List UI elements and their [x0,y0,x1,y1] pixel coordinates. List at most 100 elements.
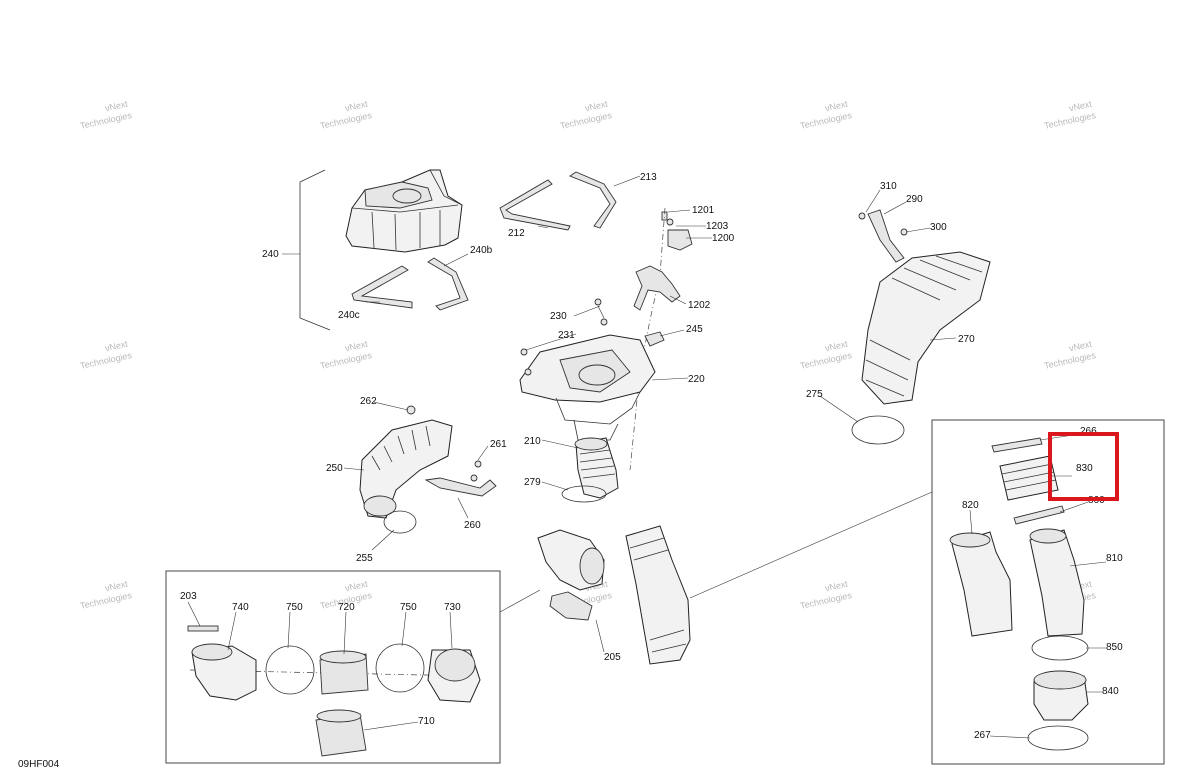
label-720: 720 [338,602,355,613]
clamp-part-750-a[interactable] [265,645,315,695]
label-213: 213 [640,172,657,183]
bracket-part-260[interactable] [424,477,497,497]
label-840: 840 [1102,686,1119,697]
part-labels: 240 240b 240c 212 213 1201 1203 1200 120… [180,172,1123,741]
adapter-part-840[interactable] [1033,670,1089,721]
intake-tube-part-250[interactable] [359,419,453,519]
label-260: 260 [464,520,481,531]
bellows-part-830[interactable] [999,455,1059,501]
watermark-line1: vNext [1068,339,1093,354]
airbox-part-240[interactable] [299,169,463,331]
label-1203: 1203 [706,221,729,232]
label-250: 250 [326,463,343,474]
label-203: 203 [180,591,197,602]
label-220: 220 [688,374,705,385]
label-210: 210 [524,436,541,447]
label-267: 267 [974,730,991,741]
watermark-line1: vNext [824,99,849,114]
clip-part-1202[interactable] [633,265,681,311]
label-240b: 240b [470,245,493,256]
label-261: 261 [490,439,507,450]
label-1202: 1202 [688,300,711,311]
label-231: 231 [558,330,575,341]
diagram-code: 09HF004 [18,759,60,770]
watermark-line1: vNext [104,579,129,594]
clamp-part-267[interactable] [1027,725,1089,751]
seal-part-213[interactable] [569,171,617,229]
cap-part-262[interactable] [406,405,416,415]
label-1201: 1201 [692,205,715,216]
label-262: 262 [360,396,377,407]
watermark-line1: vNext [584,99,609,114]
label-750-b: 750 [400,602,417,613]
bracket-part-1200[interactable] [629,207,693,471]
duct-part-main[interactable] [625,525,691,665]
clip-part-245[interactable] [644,331,665,347]
fastener-part-203[interactable] [187,625,219,632]
elbow-part-740[interactable] [191,643,257,701]
clamp-part-275[interactable] [851,415,905,445]
adapter-part-730[interactable] [427,648,481,703]
boot-part-210[interactable] [574,437,619,499]
filter-housing-part-220[interactable] [519,334,656,441]
label-275: 275 [806,389,823,400]
clamp-part-850[interactable] [1031,635,1089,661]
seal-part-240c[interactable] [351,265,413,309]
label-710: 710 [418,716,435,727]
watermark-line1: vNext [344,339,369,354]
label-230: 230 [550,311,567,322]
tube-part-820[interactable] [949,531,1013,637]
label-240: 240 [262,249,279,260]
clamp-part-279[interactable] [561,485,607,503]
clamp-part-860[interactable] [1013,505,1065,525]
watermark-line1: vNext [1068,99,1093,114]
clamp-part-255[interactable] [383,510,417,534]
screw-part-261[interactable] [470,460,482,482]
watermark-line1: vNext [344,579,369,594]
watermark-line1: vNext [824,339,849,354]
leader-lines [187,175,1107,739]
clamp-part-266[interactable] [991,437,1043,453]
label-810: 810 [1106,553,1123,564]
label-850: 850 [1106,642,1123,653]
watermark-line1: vNext [824,579,849,594]
detail-box-left [165,570,501,764]
bolt-part-231[interactable] [520,348,532,376]
bolt-part-230[interactable] [594,298,608,326]
label-270: 270 [958,334,975,345]
seal-part-240b[interactable] [427,257,469,311]
label-1200: 1200 [712,233,735,244]
seal-part-212[interactable] [499,179,571,231]
label-245: 245 [686,324,703,335]
label-240c: 240c [338,310,360,321]
sleeve-part-710[interactable] [315,709,367,757]
clamp-part-750-b[interactable] [375,643,425,693]
label-212: 212 [508,228,525,239]
label-300: 300 [930,222,947,233]
label-820: 820 [962,500,979,511]
tube-part-810[interactable] [1029,528,1085,637]
duct-part-270[interactable] [861,251,991,405]
hardware-part-290[interactable] [867,209,905,263]
assembly-part-205[interactable] [537,529,605,621]
label-730: 730 [444,602,461,613]
bolt-part-310[interactable] [858,212,866,220]
watermark-line1: vNext [344,99,369,114]
sleeve-part-720[interactable] [319,650,369,695]
label-279: 279 [524,477,541,488]
label-290: 290 [906,194,923,205]
label-205: 205 [604,652,621,663]
label-750-a: 750 [286,602,303,613]
detail-box-right [931,419,1165,765]
